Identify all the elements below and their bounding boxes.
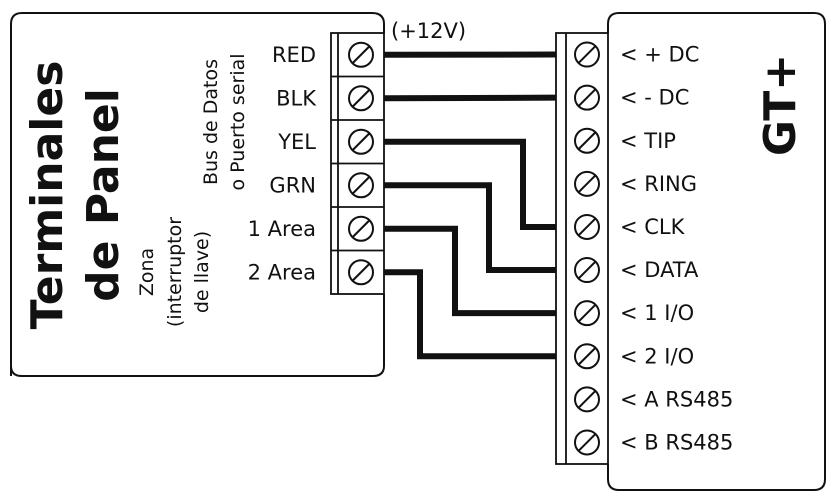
panel-terminal-screw-icon[interactable] [348, 85, 374, 112]
wire-yel [384, 138, 556, 230]
device-terminal-screw-icon[interactable] [574, 429, 600, 456]
device-terminal-label: < + DC [620, 43, 699, 67]
device-terminal-block [555, 32, 609, 465]
device-terminal-label: < TIP [620, 129, 676, 153]
device-terminal-screw-icon[interactable] [574, 257, 600, 284]
panel-box [10, 12, 385, 377]
device-box [607, 12, 826, 491]
wire-2-area [384, 269, 556, 360]
device-terminal-label: < A RS485 [620, 387, 733, 411]
panel-terminal-label: 2 Area [248, 260, 316, 284]
panel-terminal-screw-icon[interactable] [348, 172, 374, 199]
device-terminal-screw-icon[interactable] [574, 41, 600, 68]
panel-title-line1: Terminales [22, 61, 73, 330]
supply-voltage-note: (+12V) [391, 19, 466, 43]
device-terminal-label: < RING [620, 172, 697, 196]
device-terminal-screw-icon[interactable] [574, 127, 600, 154]
panel-terminal-screw-icon[interactable] [348, 128, 374, 155]
device-terminal-label: < - DC [620, 86, 689, 110]
panel-terminal-label: RED [272, 43, 316, 67]
zone-group-label-line1: Zona [136, 248, 158, 296]
device-terminal-label: < 2 I/O [620, 344, 694, 368]
panel-terminal-block [330, 32, 385, 295]
panel-terminal-label: GRN [269, 173, 316, 197]
panel-terminal-screw-icon[interactable] [348, 259, 374, 286]
panel-terminal-label: 1 Area [248, 217, 316, 241]
device-terminal-label: < 1 I/O [620, 301, 694, 325]
wire-1-area [384, 225, 556, 317]
panel-terminal-label: BLK [276, 86, 317, 110]
device-terminal-screw-icon[interactable] [574, 343, 600, 370]
wire-grn [384, 182, 556, 274]
wires [383, 51, 557, 360]
panel-terminal-label: YEL [277, 130, 316, 154]
device-terminal-screw-icon[interactable] [574, 170, 600, 197]
device-terminal-screw-icon[interactable] [574, 386, 600, 413]
device-terminal-screw-icon[interactable] [574, 300, 600, 327]
device-terminal-label: < B RS485 [620, 430, 733, 454]
panel-title-line2: de Panel [78, 88, 129, 302]
bus-group-label-line1: Bus de Datos [200, 59, 222, 185]
device-terminal-label: < CLK [620, 215, 686, 239]
device-terminal-screw-icon[interactable] [574, 213, 600, 240]
device-terminal-screw-icon[interactable] [574, 84, 600, 111]
zone-group-label-line3: de llave) [191, 231, 213, 313]
device-terminal-label: < DATA [620, 258, 699, 282]
device-title: GT+ [755, 54, 806, 156]
panel-terminal-screw-icon[interactable] [348, 215, 374, 242]
zone-group-label-line2: (interruptor [164, 217, 186, 327]
bus-group-label-line2: o Puerto serial [227, 53, 249, 190]
panel-terminal-screw-icon[interactable] [348, 41, 374, 68]
wire-blk [383, 94, 557, 102]
